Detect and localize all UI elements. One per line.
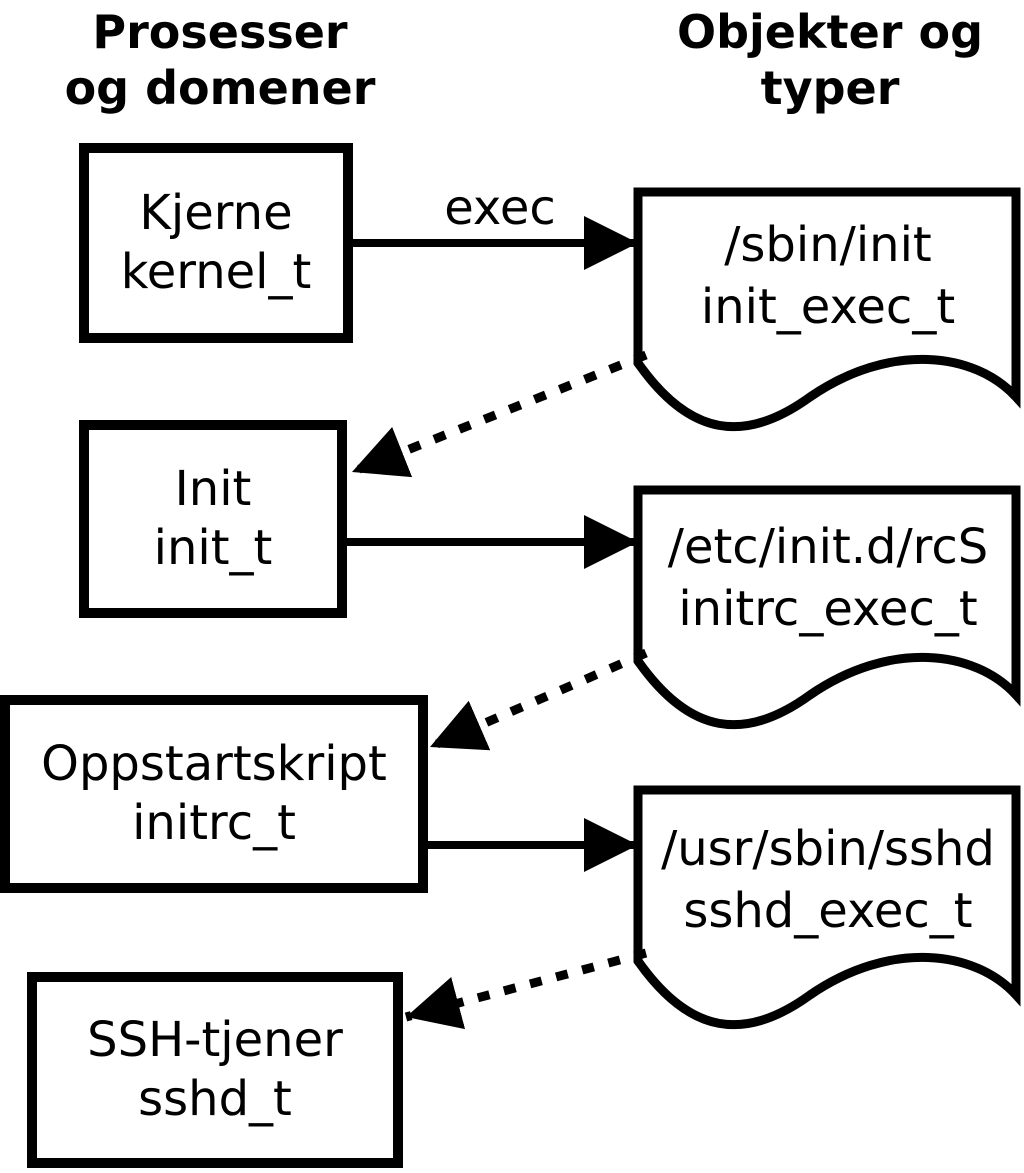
document-shape-init-exec	[633, 187, 1021, 432]
process-name: Kjerne	[139, 185, 293, 241]
transition-arrow-to-initrc	[428, 648, 648, 752]
object-path: /etc/init.d/rcS	[667, 519, 989, 575]
document-shape-initrc-exec	[633, 485, 1021, 730]
object-doc-label-init-exec: /sbin/init init_exec_t	[648, 214, 1008, 338]
object-doc-label-sshd-exec: /usr/sbin/sshd sshd_exec_t	[648, 818, 1008, 942]
heading-line: Objekter og	[676, 5, 983, 59]
process-name: Init	[174, 461, 252, 517]
object-type: initrc_exec_t	[678, 581, 978, 637]
process-name: Oppstartskript	[41, 736, 387, 792]
process-box-init: Init init_t	[79, 420, 347, 618]
process-type: initrc_t	[132, 795, 296, 851]
process-type: sshd_t	[138, 1071, 292, 1127]
column-heading-processes: Prosesser og domener	[40, 4, 400, 116]
object-path: /usr/sbin/sshd	[661, 821, 995, 877]
object-type: init_exec_t	[700, 279, 956, 335]
document-shape-sshd-exec	[633, 785, 1021, 1030]
column-heading-objects: Objekter og typer	[650, 4, 1010, 116]
exec-arrow-label: exec	[444, 180, 556, 236]
process-name: SSH-tjener	[87, 1012, 343, 1068]
process-box-sshd: SSH-tjener sshd_t	[27, 972, 403, 1168]
process-box-initrc: Oppstartskript initrc_t	[0, 695, 428, 893]
heading-line: Prosesser	[92, 5, 348, 59]
process-box-kernel: Kjerne kernel_t	[79, 143, 353, 343]
process-type: init_t	[153, 520, 273, 576]
heading-line: og domener	[64, 61, 376, 115]
process-type: kernel_t	[120, 244, 312, 300]
heading-line: typer	[760, 61, 900, 115]
object-doc-label-initrc-exec: /etc/init.d/rcS initrc_exec_t	[648, 516, 1008, 640]
transition-arrow-to-init	[350, 350, 648, 478]
transition-arrow-to-sshd	[404, 948, 648, 1030]
object-path: /sbin/init	[724, 217, 932, 273]
object-type: sshd_exec_t	[683, 883, 973, 939]
